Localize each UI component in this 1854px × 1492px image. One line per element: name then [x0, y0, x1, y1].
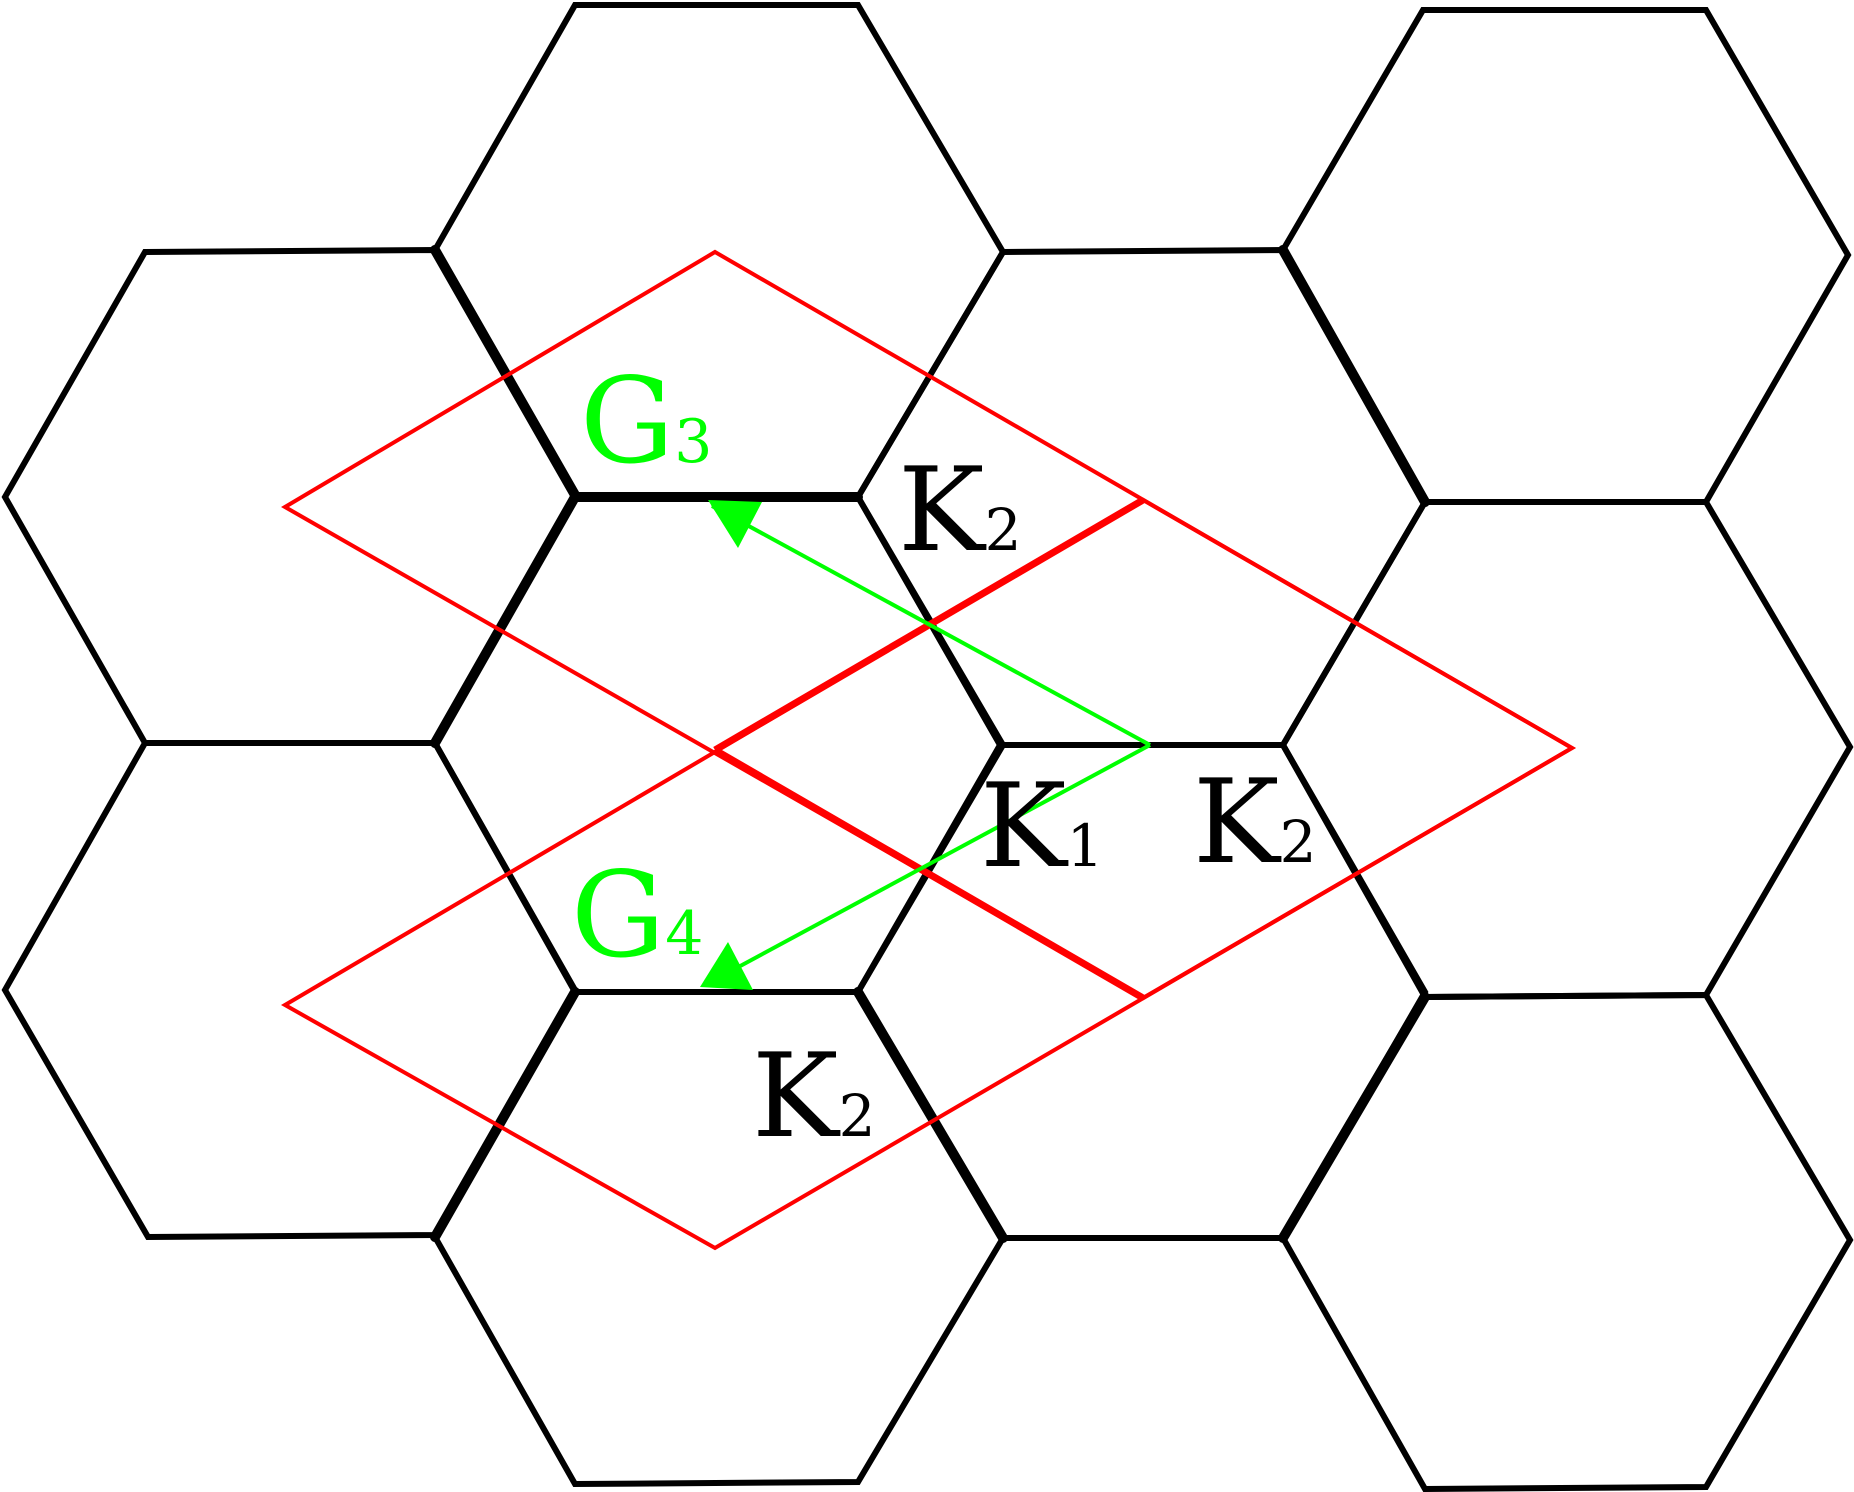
bold-edge: [853, 987, 1008, 1243]
k2-top-label: K2: [898, 443, 1022, 578]
k2-right-label-base: K: [1193, 755, 1282, 890]
g4-vector-arrow: [704, 743, 1151, 987]
hexagon-cell: [1, 740, 579, 1241]
bold-edge: [430, 245, 580, 500]
k2-top-label-base: K: [898, 443, 987, 578]
vector-arrowheads: [700, 500, 762, 990]
g3-vector-arrow: [711, 504, 1151, 747]
g3-label-sub: 3: [674, 407, 712, 477]
k2-right-label: K2: [1193, 755, 1317, 890]
k2-right-label-sub: 2: [1280, 808, 1317, 876]
point-labels: G3 G4 K2 K1 K2 K2: [571, 352, 1317, 1164]
g3-label-base: G: [580, 352, 674, 490]
bold-edge: [430, 492, 580, 748]
g3-label: G3: [580, 352, 712, 490]
bold-edge: [430, 987, 580, 1242]
k2-bottom-label-sub: 2: [839, 1082, 876, 1150]
k1-label-sub: 1: [1067, 812, 1104, 880]
k2-bottom-label-base: K: [752, 1029, 841, 1164]
k2-bottom-label: K2: [752, 1029, 876, 1164]
hexagon-cell: [431, 2, 1007, 500]
k2-top-label-sub: 2: [985, 496, 1022, 564]
hexagon-cell: [854, 742, 1429, 1241]
g4-label-sub: 4: [665, 899, 703, 969]
inner-edge: [713, 746, 1145, 1002]
g4-label-base: G: [571, 846, 665, 984]
g3-arrowhead: [708, 500, 762, 548]
bold-edge: [1278, 992, 1430, 1243]
g4-arrowhead: [700, 942, 753, 990]
hexagon-cell: [1, 246, 579, 746]
bold-edge: [1278, 245, 1430, 507]
red-rhombus-zones: [280, 249, 1576, 1251]
reciprocal-vectors: [704, 504, 1151, 987]
lower-rhombus: [280, 497, 1576, 1251]
k1-label: K1: [980, 759, 1104, 894]
highlighted-lattice-edges: [430, 245, 1430, 1243]
k1-label-base: K: [980, 759, 1069, 894]
hexagon-cell: [431, 989, 1007, 1488]
hexagon-cell: [1279, 991, 1854, 1492]
hexagon-cell: [1279, 7, 1852, 505]
g4-label: G4: [571, 846, 703, 984]
